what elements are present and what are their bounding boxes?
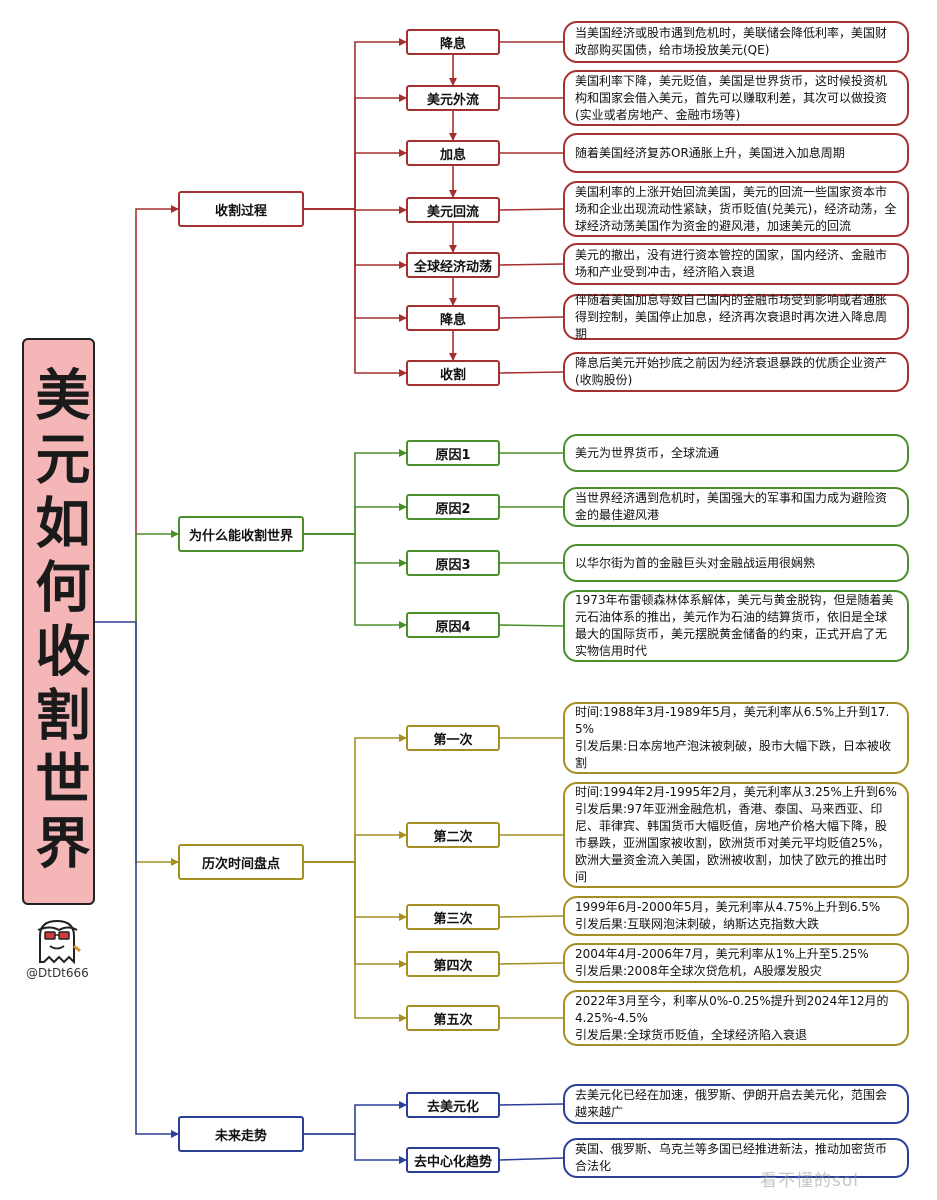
desc-link-2-3 <box>499 962 564 965</box>
hike-third[interactable]: 第三次 <box>406 904 500 930</box>
reason-3-desc: 以华尔街为首的金融巨头对金融战运用很娴熟 <box>563 544 909 582</box>
category-link-2 <box>135 622 179 866</box>
hike-first[interactable]: 第一次 <box>406 725 500 751</box>
trend-decentralization[interactable]: 去中心化趋势 <box>406 1147 500 1173</box>
step-dollar-return[interactable]: 美元回流 <box>406 197 500 223</box>
step-dollar-outflow[interactable]: 美元外流 <box>406 85 500 111</box>
desc-link-3-0 <box>499 1103 564 1106</box>
hike-fifth[interactable]: 第五次 <box>406 1005 500 1031</box>
category-history-timeline[interactable]: 历次时间盘点 <box>178 844 304 880</box>
reason-2-desc: 当世界经济遇到危机时，美国强大的军事和国力成为避险资金的最佳避风港 <box>563 487 909 527</box>
desc-link-3-1 <box>499 1157 564 1161</box>
trend-decentralization-desc: 英国、俄罗斯、乌克兰等多国已经推进新法，推动加密货币合法化 <box>563 1138 909 1178</box>
category-link-3 <box>135 622 179 1138</box>
hike-second-desc: 时间:1994年2月-1995年2月，美元利率从3.25%上升到6% 引发后果:… <box>563 782 909 888</box>
desc-link-0-5 <box>499 316 564 319</box>
hike-fourth[interactable]: 第四次 <box>406 951 500 977</box>
ghost-avatar-icon <box>37 919 81 964</box>
reason-1-desc: 美元为世界货币，全球流通 <box>563 434 909 472</box>
reason-2[interactable]: 原因2 <box>406 494 500 520</box>
hike-fourth-desc: 2004年4月-2006年7月，美元利率从1%上升至5.25% 引发后果:200… <box>563 943 909 983</box>
step-rate-cut-again[interactable]: 降息 <box>406 305 500 331</box>
step-rate-cut-again-desc: 伴随着美国加息导致自己国内的金融市场受到影响或者通胀得到控制，美国停止加息，经济… <box>563 293 909 341</box>
sub-link-2-1 <box>304 831 407 863</box>
reason-4-desc: 1973年布雷顿森林体系解体，美元与黄金脱钩，但是随着美元石油体系的推出，美元作… <box>563 590 909 662</box>
sub-link-0-6 <box>304 208 407 377</box>
step-dollar-outflow-desc: 美国利率下降，美元贬值，美国是世界货币，这时候投资机构和国家会借入美元，首先可以… <box>563 70 909 126</box>
sub-link-2-4 <box>304 861 407 1022</box>
desc-link-0-3 <box>499 208 564 211</box>
sub-link-3-1 <box>304 1133 407 1164</box>
step-rate-cut-desc: 当美国经济或股市遇到危机时，美联储会降低利率，美国财政部购买国债，给市场投放美元… <box>563 21 909 63</box>
step-rate-cut[interactable]: 降息 <box>406 29 500 55</box>
author-handle: @DtDt666 <box>26 966 89 980</box>
root-title-box: 美元如何收割世界 <box>22 338 95 905</box>
sub-link-3-0 <box>304 1101 407 1135</box>
step-global-turmoil[interactable]: 全球经济动荡 <box>406 252 500 278</box>
hike-third-desc: 1999年6月-2000年5月，美元利率从4.75%上升到6.5% 引发后果:互… <box>563 896 909 936</box>
category-link-1 <box>135 530 179 622</box>
step-harvest[interactable]: 收割 <box>406 360 500 386</box>
hike-first-desc: 时间:1988年3月-1989年5月，美元利率从6.5%上升到17.5% 引发后… <box>563 702 909 774</box>
reason-3[interactable]: 原因3 <box>406 550 500 576</box>
sub-link-1-3 <box>304 533 407 629</box>
desc-link-0-4 <box>499 263 564 266</box>
hike-second[interactable]: 第二次 <box>406 822 500 848</box>
trend-de-dollarization-desc: 去美元化已经在加速，俄罗斯、伊朗开启去美元化，范围会越来越广 <box>563 1084 909 1124</box>
root-title: 美元如何收割世界 <box>26 365 91 878</box>
desc-link-2-2 <box>499 915 564 918</box>
desc-link-0-6 <box>499 371 564 374</box>
category-future-trend[interactable]: 未来走势 <box>178 1116 304 1152</box>
step-global-turmoil-desc: 美元的撤出，没有进行资本管控的国家，国内经济、金融市场和产业受到冲击，经济陷入衰… <box>563 243 909 285</box>
category-link-0 <box>135 205 179 622</box>
category-why-can-harvest[interactable]: 为什么能收割世界 <box>178 516 304 552</box>
step-dollar-return-desc: 美国利率的上涨开始回流美国，美元的回流一些国家资本市场和企业出现流动性紧缺，货币… <box>563 181 909 237</box>
reason-4[interactable]: 原因4 <box>406 612 500 638</box>
sub-link-1-1 <box>304 503 407 535</box>
reason-1[interactable]: 原因1 <box>406 440 500 466</box>
trend-de-dollarization[interactable]: 去美元化 <box>406 1092 500 1118</box>
step-rate-hike-desc: 随着美国经济复苏OR通胀上升，美国进入加息周期 <box>563 133 909 173</box>
category-harvest-process[interactable]: 收割过程 <box>178 191 304 227</box>
desc-link-1-3 <box>499 624 564 627</box>
sub-link-0-2 <box>304 149 407 210</box>
step-harvest-desc: 降息后美元开始抄底之前因为经济衰退暴跌的优质企业资产(收购股份) <box>563 352 909 392</box>
step-rate-hike[interactable]: 加息 <box>406 140 500 166</box>
watermark: 看不懂的sol <box>760 1171 859 1191</box>
hike-fifth-desc: 2022年3月至今，利率从0%-0.25%提升到2024年12月的4.25%-4… <box>563 990 909 1046</box>
